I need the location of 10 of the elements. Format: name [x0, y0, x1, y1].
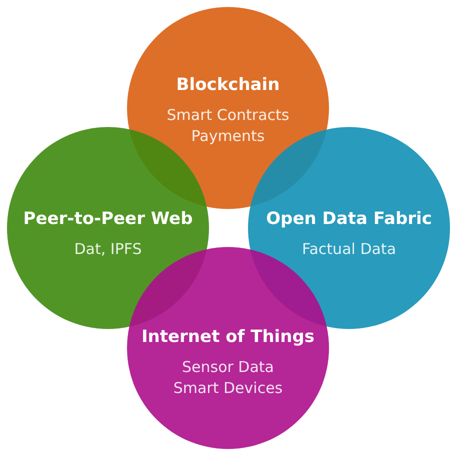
circle-heading: Open Data Fabric [266, 209, 432, 229]
circle-heading: Blockchain [176, 75, 280, 95]
circle-text: Dat, IPFS [74, 239, 142, 260]
circle-text: Sensor Data [182, 357, 274, 378]
circle-heading: Internet of Things [141, 327, 315, 347]
circle-text: Smart Devices [173, 378, 283, 399]
circle-text: Smart Contracts [166, 105, 290, 126]
circle-text: Factual Data [302, 239, 396, 260]
circle-heading: Peer-to-Peer Web [23, 209, 193, 229]
circle-text: Payments [191, 126, 265, 147]
